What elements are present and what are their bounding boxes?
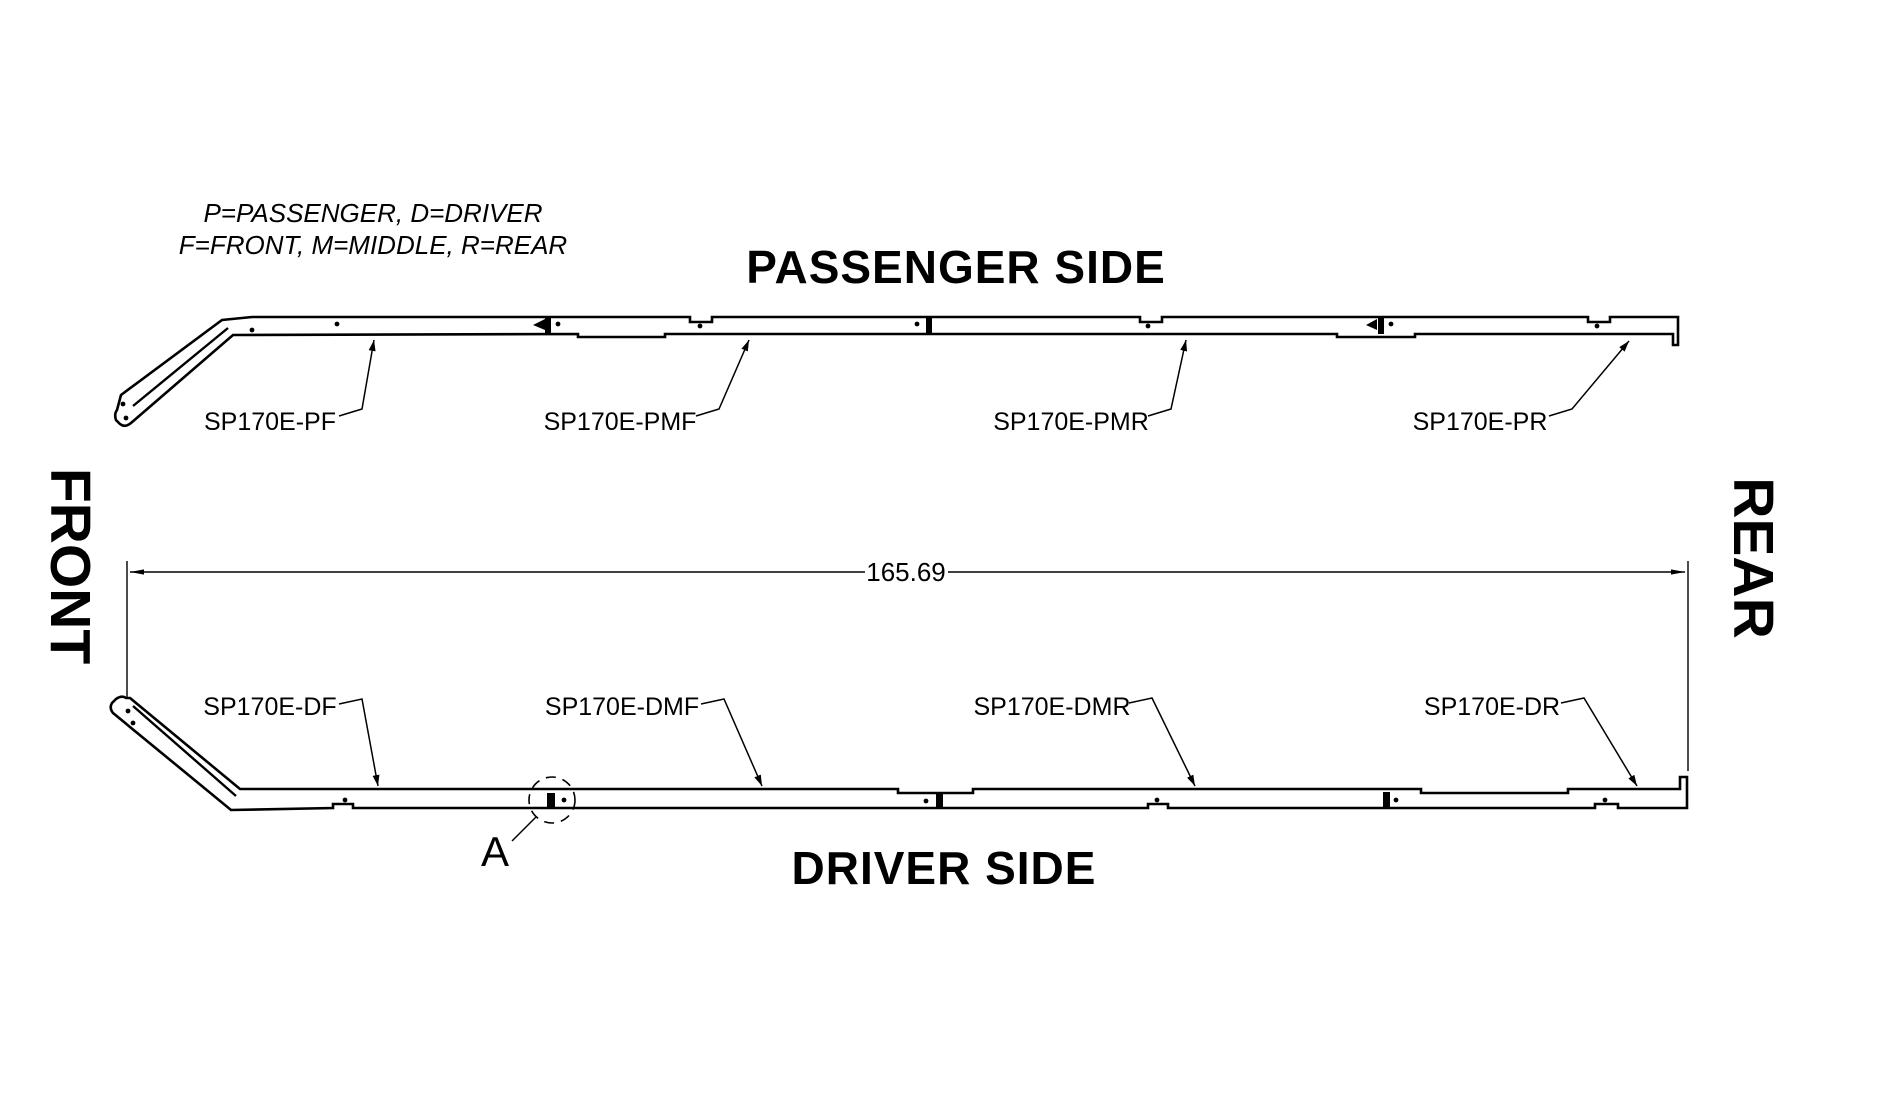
leader-pmf [695,339,750,417]
legend-line-1: P=PASSENGER, D=DRIVER [203,198,542,228]
passenger-side-title: PASSENGER SIDE [746,241,1166,293]
driver-joint-3 [1383,792,1390,808]
dimension-value: 165.69 [866,557,946,587]
overall-length-dimension: 165.69 [126,557,1689,771]
part-label-pmr: SP170E-PMR [993,408,1149,436]
detail-circle-a [528,776,576,824]
passenger-part-callouts: SP170E-PF SP170E-PMF SP170E-PMR SP170E-P… [204,339,1630,436]
passenger-rail: SP170E-PF SP170E-PMF SP170E-PMR SP170E-P… [113,315,1680,436]
passenger-rail-fold-line [132,327,229,407]
legend: P=PASSENGER, D=DRIVER F=FRONT, M=MIDDLE,… [179,198,567,260]
detail-callout-a: A [481,776,576,875]
driver-part-callouts: SP170E-DF SP170E-DMF SP170E-DMR SP170E-D… [203,693,1638,787]
driver-joint-2 [936,793,943,808]
part-label-dmf: SP170E-DMF [545,693,699,721]
front-label: FRONT [38,468,102,664]
driver-rail: A SP170E-DF SP170E-DMF SP170E-DMR SP170E… [109,693,1689,875]
passenger-rivet-holes [120,321,1600,421]
detail-label-a: A [481,828,509,875]
leader-pmr [1147,339,1188,417]
passenger-rail-outline [113,315,1680,428]
passenger-joint-1 [533,318,551,334]
rear-label: REAR [1721,477,1785,639]
part-label-dr: SP170E-DR [1424,693,1560,721]
part-label-dmr: SP170E-DMR [974,693,1131,721]
driver-rail-fold-line [132,705,237,797]
driver-joint-a [547,793,555,808]
leader-pf [338,339,376,417]
passenger-joint-3 [1366,318,1384,334]
part-label-df: SP170E-DF [203,693,336,721]
driver-side-title: DRIVER SIDE [792,842,1097,894]
detail-leader-a [511,816,537,842]
passenger-joint-2 [926,318,932,334]
part-label-pr: SP170E-PR [1413,408,1548,436]
leader-dr [1560,697,1638,787]
driver-rail-outline [109,695,1689,812]
leader-dmr [1128,697,1196,787]
part-label-pmf: SP170E-PMF [544,408,697,436]
driver-rivet-holes [125,708,1608,804]
leader-pr [1548,340,1630,417]
legend-line-2: F=FRONT, M=MIDDLE, R=REAR [179,230,567,260]
part-label-pf: SP170E-PF [204,408,336,436]
leader-dmf [700,698,763,787]
leader-df [338,698,380,787]
